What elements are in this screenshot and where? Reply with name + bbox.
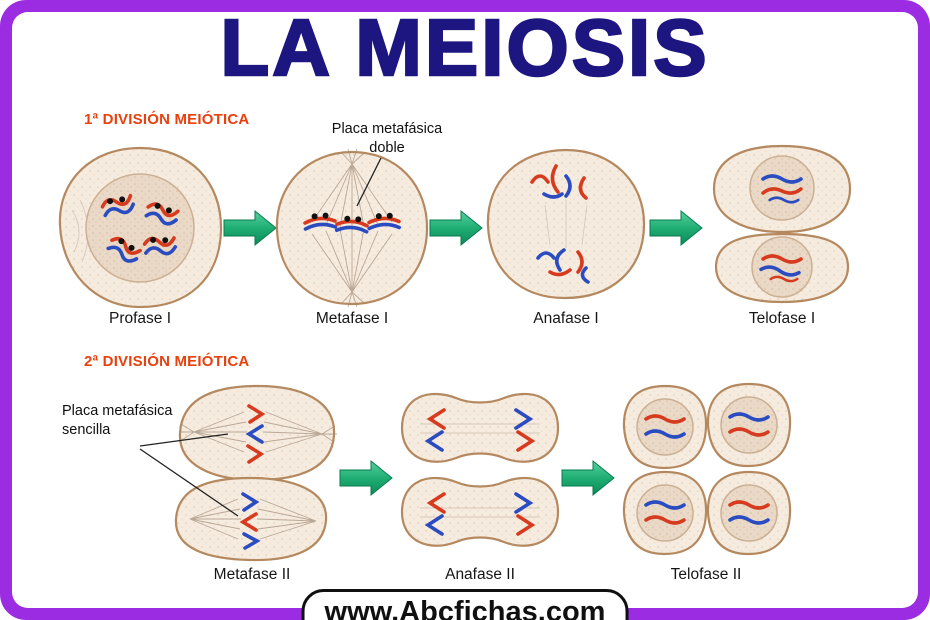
nucleus (749, 155, 815, 221)
arrow-icon (223, 209, 277, 247)
annotation-double-plate: Placa metafásica doble (312, 120, 462, 158)
anafase-1-illustration (486, 148, 646, 300)
stage-label-metafase-2: Metafase II (213, 566, 291, 583)
annotation-text-line: sencilla (62, 421, 111, 438)
profase-1-illustration (58, 146, 223, 309)
watermark: www.Abcfichas.com (301, 589, 629, 620)
nucleus (720, 484, 778, 542)
annotation-text-line: doble (369, 139, 405, 156)
stage-label-metafase-1: Metafase I (315, 310, 389, 327)
nucleus (720, 396, 778, 454)
telofase-2-illustration (622, 382, 792, 556)
annotation-pointer-line (356, 157, 382, 207)
arrow-icon (561, 459, 615, 497)
telofase-1-illustration (712, 144, 852, 304)
stage-label-telofase-1: Telofase I (748, 310, 816, 327)
arrow-icon (339, 459, 393, 497)
anafase-2-illustration (400, 392, 560, 547)
nucleus (636, 484, 694, 542)
stage-label-profase-1: Profase I (108, 310, 172, 327)
cell-membrane (178, 384, 336, 482)
nucleus (85, 173, 195, 283)
metafase-2-illustration (174, 384, 337, 562)
annotation-pointer-line (139, 433, 229, 447)
cell-membrane (486, 148, 646, 300)
arrow-icon (429, 209, 483, 247)
annotation-single-plate: Placa metafásica sencilla (62, 402, 172, 440)
page-title: LA MEIOSIS (219, 3, 710, 92)
annotation-pointer-line (139, 448, 239, 517)
stage-label-anafase-1: Anafase I (533, 310, 599, 327)
nucleus (636, 398, 694, 456)
cell-membrane (400, 392, 560, 463)
arrow-icon (649, 209, 703, 247)
section-1-heading: 1ª DIVISIÓN MEIÓTICA (84, 111, 250, 128)
stage-label-anafase-2: Anafase II (445, 566, 515, 583)
cell-membrane (400, 476, 560, 547)
nucleus (751, 236, 813, 298)
annotation-text-line: Placa metafásica (331, 121, 443, 137)
annotation-text-line: Placa metafásica (62, 403, 173, 419)
stage-label-telofase-2: Telofase II (670, 566, 742, 583)
section-2-heading: 2ª DIVISIÓN MEIÓTICA (84, 353, 250, 370)
metafase-1-illustration (275, 148, 429, 308)
